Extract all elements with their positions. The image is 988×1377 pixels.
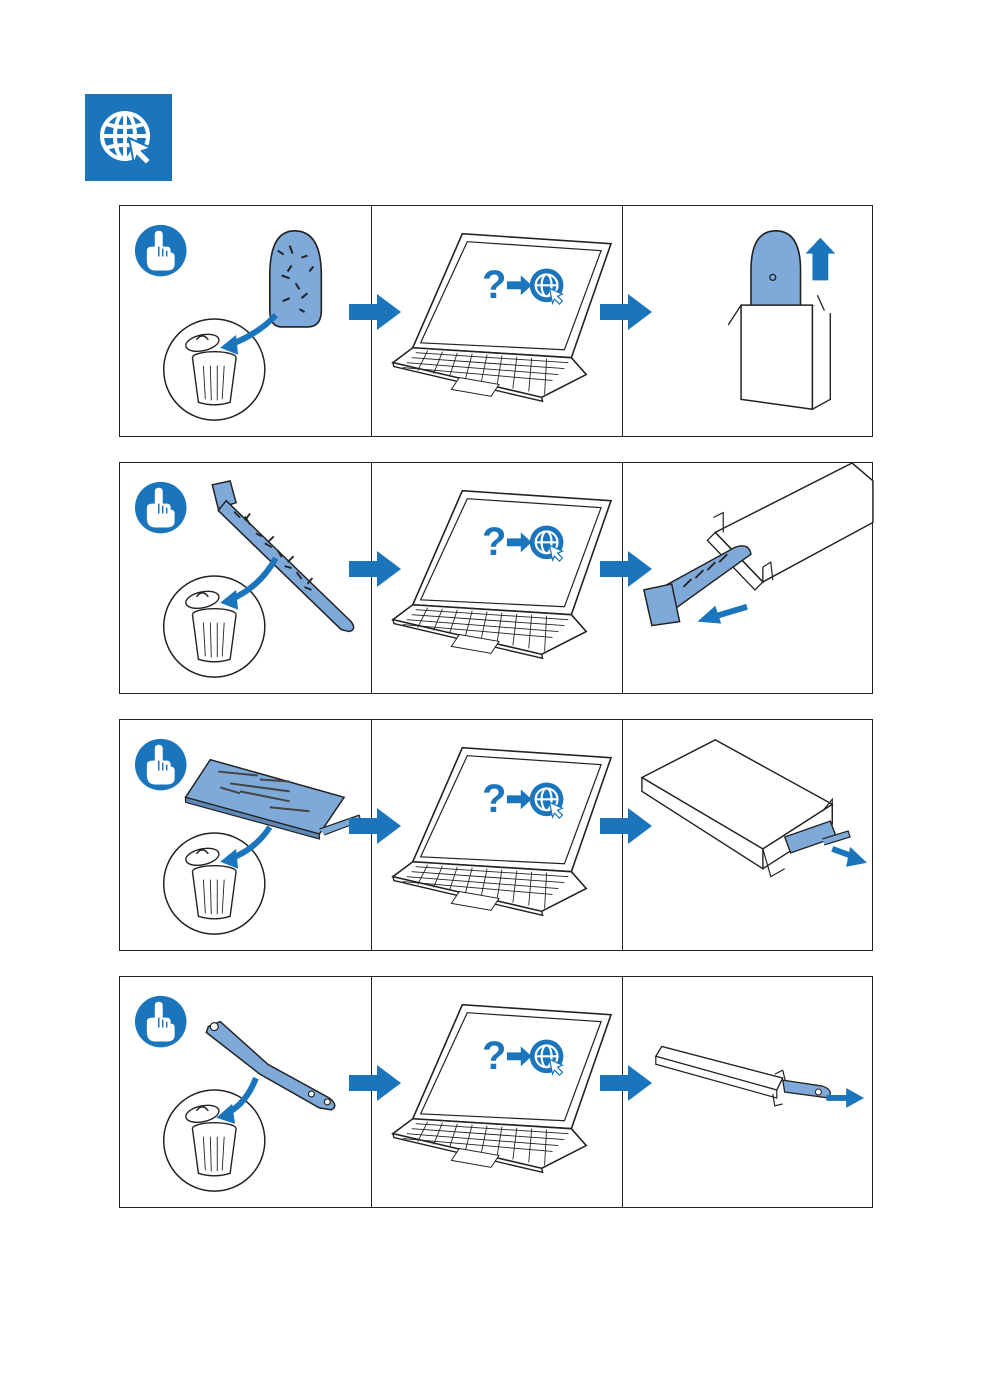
hand-pointer-icon — [135, 739, 187, 791]
website-lookup-panel: ? — [371, 463, 623, 693]
next-step-arrow-icon — [349, 808, 401, 844]
svg-text:?: ? — [482, 520, 506, 564]
laptop-web-icon: ? — [393, 234, 611, 402]
replacement-step-row-pad: ? — [119, 719, 873, 951]
brush-unboxing-icon — [644, 463, 873, 626]
replacement-step-row-filter: ? — [119, 205, 873, 437]
hand-pointer-icon — [135, 482, 187, 534]
trash-bin-icon — [164, 1090, 265, 1191]
replacement-step-row-arm: ? — [119, 976, 873, 1208]
unbox-brush-panel — [622, 463, 874, 693]
discard-arm-panel — [120, 977, 371, 1207]
svg-text:?: ? — [482, 263, 506, 307]
next-step-arrow-icon — [600, 808, 652, 844]
filter-unboxing-icon — [728, 231, 835, 409]
replacement-step-row-brush: ? — [119, 462, 873, 694]
laptop-web-icon: ? — [393, 748, 611, 916]
discard-brush-panel — [120, 463, 371, 693]
unbox-filter-panel — [622, 206, 874, 436]
mop-pad-icon — [186, 760, 361, 839]
svg-text:?: ? — [482, 1034, 506, 1078]
discard-pad-panel — [120, 720, 371, 950]
next-step-arrow-icon — [349, 551, 401, 587]
unbox-pad-panel — [622, 720, 874, 950]
svg-text:?: ? — [482, 777, 506, 821]
pad-unboxing-icon — [642, 740, 867, 877]
hand-pointer-icon — [135, 225, 187, 277]
globe-cursor-icon — [85, 94, 172, 181]
website-lookup-panel: ? — [371, 977, 623, 1207]
discard-filter-panel — [120, 206, 371, 436]
website-lookup-panel: ? — [371, 720, 623, 950]
laptop-web-icon: ? — [393, 491, 611, 659]
arm-unboxing-icon — [656, 1046, 864, 1107]
next-step-arrow-icon — [600, 294, 652, 330]
hand-pointer-icon — [135, 996, 187, 1048]
unbox-arm-panel — [622, 977, 874, 1207]
next-step-arrow-icon — [349, 294, 401, 330]
website-lookup-panel: ? — [371, 206, 623, 436]
next-step-arrow-icon — [349, 1065, 401, 1101]
laptop-web-icon: ? — [393, 1005, 611, 1173]
filter-unit-icon — [270, 231, 322, 327]
next-step-arrow-icon — [600, 1065, 652, 1101]
next-step-arrow-icon — [600, 551, 652, 587]
